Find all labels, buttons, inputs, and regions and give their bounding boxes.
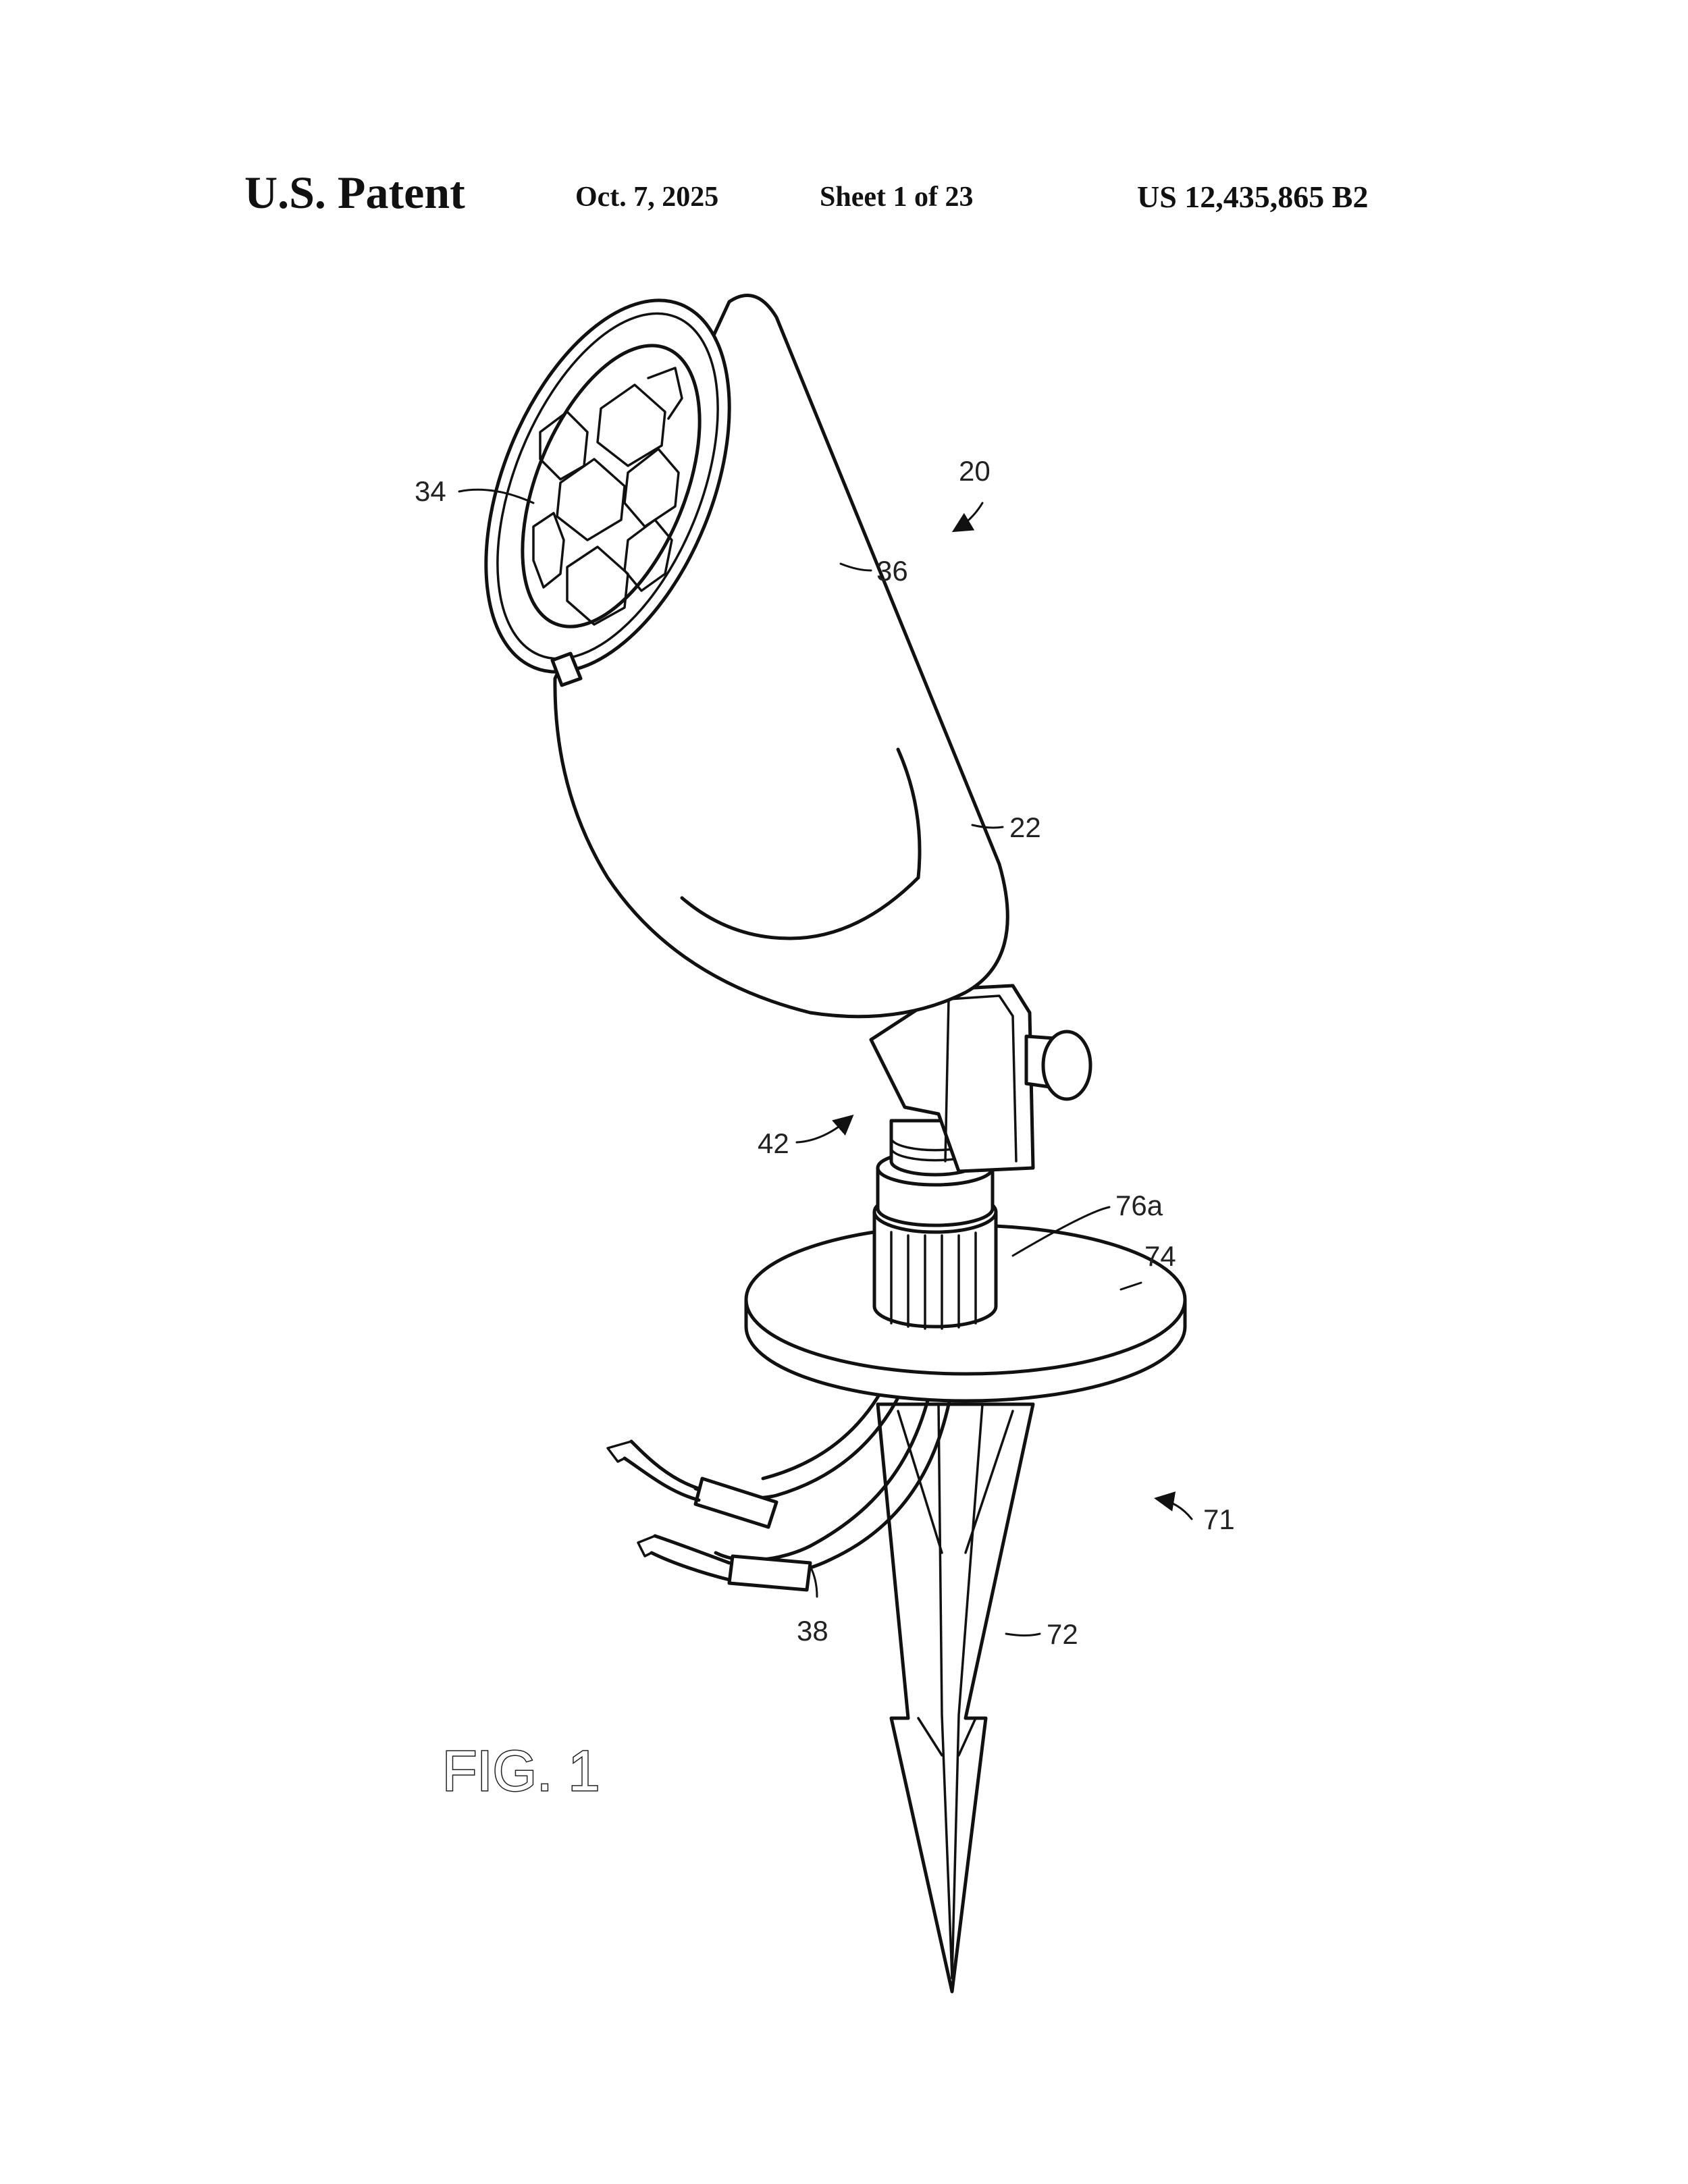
ground-stake: [876, 1402, 1035, 1994]
ref-numeral-38: 38: [797, 1615, 828, 1647]
figure-label: FIG. 1: [442, 1739, 600, 1803]
ref-numeral-22: 22: [1009, 811, 1041, 843]
ref-numeral-71: 71: [1203, 1503, 1235, 1535]
patent-header-date: Oct. 7, 2025: [575, 182, 719, 213]
ref-numeral-76a: 76a: [1115, 1190, 1163, 1221]
patent-header-number: US 12,435,865 B2: [1137, 180, 1369, 214]
patent-header-title: U.S. Patent: [244, 167, 465, 218]
patent-header-sheet: Sheet 1 of 23: [820, 182, 974, 213]
ref-numeral-72: 72: [1047, 1618, 1078, 1650]
ref-numeral-74: 74: [1144, 1240, 1176, 1272]
leader-lines: [458, 488, 1193, 1636]
ref-numeral-20: 20: [959, 455, 991, 487]
wire-leads: [606, 1314, 961, 1592]
ref-numeral-36: 36: [876, 555, 908, 587]
lens-face: [484, 298, 731, 687]
ref-numeral-42: 42: [758, 1127, 789, 1159]
ref-numeral-34: 34: [415, 475, 446, 507]
swivel-mount: [869, 984, 1092, 1227]
